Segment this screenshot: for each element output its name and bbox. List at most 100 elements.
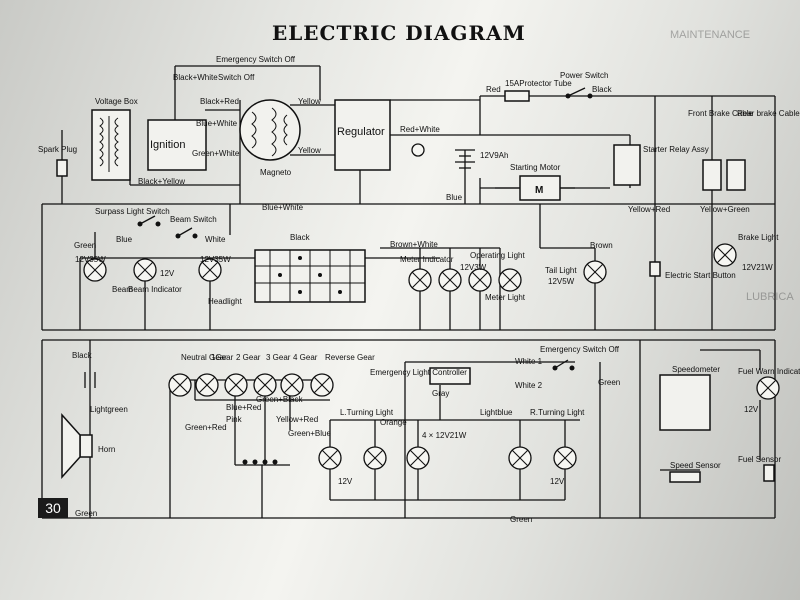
wire-green-bottom-right: Green <box>598 378 620 387</box>
wire-green-bottom-1: Green <box>75 509 97 518</box>
beam-indicator-lamp <box>133 258 157 282</box>
surpass-light-switch-label: Surpass Light Switch <box>95 207 170 216</box>
battery-label: 12V9Ah <box>480 151 508 160</box>
wire-green-blue: Green+Blue <box>288 429 331 438</box>
beam-switch-icon <box>175 227 198 239</box>
voltage-box-icon <box>91 109 131 181</box>
starter-relay-label: Starter Relay Assy <box>643 145 709 154</box>
tail-rating: 12V5W <box>548 277 575 286</box>
emergency-light-controller-label: Emergency Light Controller <box>370 368 467 377</box>
wire-red-reg: Red+White <box>400 125 440 134</box>
front-brake-switch-icon <box>702 159 722 191</box>
wire-blue-white-main: Blue+White <box>262 203 304 212</box>
brake-light-lamp <box>713 243 737 267</box>
turn-bulbs-label: 4 × 12V21W <box>422 431 467 440</box>
gear-2-label: 2 Gear <box>236 353 261 362</box>
turn-left-rating: 12V <box>338 477 353 486</box>
emergency-controller-box <box>429 367 471 385</box>
wire-white-beam: White <box>205 235 226 244</box>
beam-indicator-rating: 12V <box>160 269 175 278</box>
headlight-rating: 12V35W <box>200 255 231 264</box>
fuel-warn-indicator-label: Fuel Warn Indicator <box>738 367 800 376</box>
switch-off-label: Switch Off <box>218 73 255 82</box>
neutral-gear-lamp <box>168 373 192 397</box>
turn-right-rating: 12V <box>550 477 565 486</box>
wire-brown: Brown <box>590 241 613 250</box>
meter-rating: 12V3W <box>460 263 487 272</box>
beam-label: Beam <box>112 285 133 294</box>
regulator-output-lamp <box>411 143 425 157</box>
gear-1-label: 1Gear <box>211 353 234 362</box>
wire-black-horn: Black <box>72 351 93 360</box>
wire-black-red: Black+Red <box>200 97 239 106</box>
surpass-switch-icon <box>137 215 161 227</box>
wire-blue-beam: Blue <box>116 235 133 244</box>
magneto-label: Magneto <box>260 168 292 177</box>
meter-light-label: Meter Light <box>485 293 526 302</box>
wire-black-cluster: Black <box>290 233 311 242</box>
wire-white-1: White 1 <box>515 357 543 366</box>
operating-lamp-1 <box>438 268 462 292</box>
tail-light-label: Tail Light <box>545 266 577 275</box>
wire-gray: Gray <box>432 389 449 398</box>
beam-indicator-label: Beam Indicator <box>128 285 182 294</box>
emergency-switch-off-top-label: Emergency Switch Off <box>216 55 296 64</box>
frame-wires <box>41 65 776 519</box>
tail-light-lamp <box>583 260 607 284</box>
battery-icon <box>455 149 475 169</box>
ghost-text-lubrica: LUBRICA <box>746 291 794 303</box>
beam-switch-label: Beam Switch <box>170 215 217 224</box>
brake-light-label: Brake Light <box>738 233 779 242</box>
magneto-icon <box>239 99 301 161</box>
rear-brake-cable-label: Rear brake Cable <box>737 109 800 118</box>
wire-lightgreen: Lightgreen <box>90 405 128 414</box>
fuel-sensor-icon <box>763 464 775 482</box>
wire-yellow-2: Yellow <box>298 146 321 155</box>
neutral-gear-label: Neutral Gear <box>181 353 227 362</box>
wire-pink: Pink <box>226 415 243 424</box>
meter-light-lamp <box>498 268 522 292</box>
wire-brown-white: Brown+White <box>390 240 438 249</box>
fuel-warn-rating: 12V <box>744 405 759 414</box>
fuse-icon <box>504 90 530 102</box>
starting-motor-label: Starting Motor <box>510 163 561 172</box>
l-turning-light-label: L.Turning Light <box>340 408 394 417</box>
protector-tube-label: 15AProtector Tube <box>505 79 572 88</box>
operating-light-label: Operating Light <box>470 251 525 260</box>
reverse-gear-lamp <box>310 373 334 397</box>
spark-plug-icon <box>56 130 68 204</box>
wire-lightblue: Lightblue <box>480 408 513 417</box>
speed-sensor-box <box>669 471 701 483</box>
electric-start-button-label: Electric Start Button <box>665 271 736 280</box>
wire-blue-white-ign: Blue+White <box>196 119 238 128</box>
gear-3-lamp <box>253 373 277 397</box>
wire-green-left: Green <box>74 241 96 250</box>
wire-blue-red: Blue+Red <box>226 403 261 412</box>
wire-green-white: Green+White <box>192 149 240 158</box>
horn-icon <box>61 413 93 479</box>
wire-yellow-red: Yellow+Red <box>628 205 670 214</box>
regulator-label: Regulator <box>337 126 385 138</box>
wire-blue: Blue <box>446 193 463 202</box>
wire-green-black: Green+Black <box>256 395 303 404</box>
power-switch-icon <box>565 87 593 99</box>
beam-lamp <box>83 258 107 282</box>
reverse-gear-label: Reverse Gear <box>325 353 375 362</box>
fuel-warn-lamp <box>756 376 780 400</box>
gear-4-label: 4 Gear <box>293 353 318 362</box>
emergency-switch-off-bottom-label: Emergency Switch Off <box>540 345 620 354</box>
gear-selector-icon <box>242 459 278 465</box>
motor-symbol: M <box>535 185 543 196</box>
wire-black-white: Black+White <box>173 73 218 82</box>
wire-green-red: Green+Red <box>185 423 227 432</box>
diagram-title: ELECTRIC DIAGRAM <box>272 21 526 45</box>
r-turning-light-label: R.Turning Light <box>530 408 585 417</box>
horn-switch-icon <box>84 372 96 388</box>
headlight-lamp <box>198 258 222 282</box>
l-turn-lamp-1 <box>318 446 342 470</box>
beam-rating: 12V35W <box>75 255 106 264</box>
emergency-switch-bottom-icon <box>552 359 575 371</box>
gear-2-lamp <box>224 373 248 397</box>
